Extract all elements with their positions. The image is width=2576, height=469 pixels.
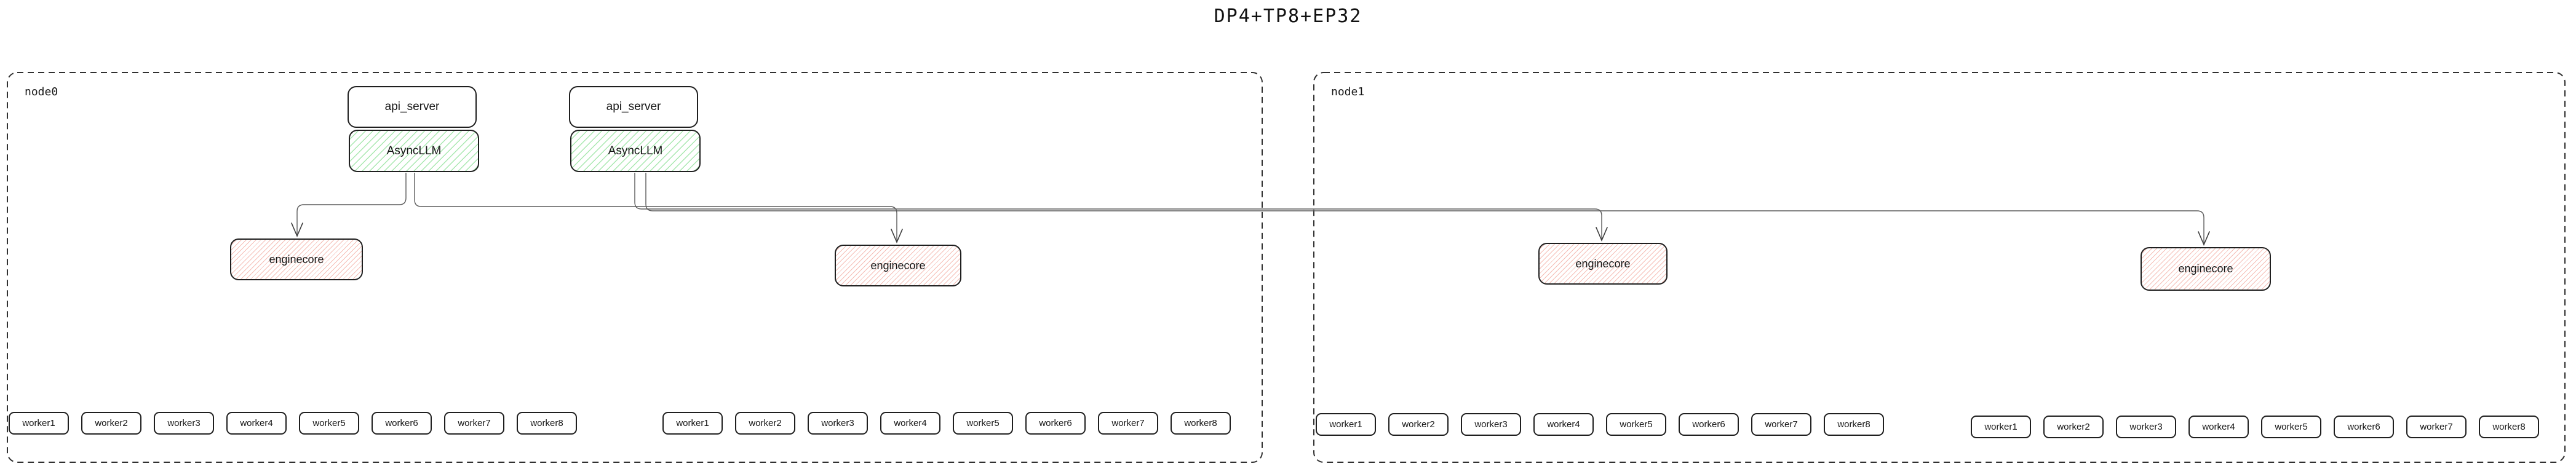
worker-box: worker5 (953, 412, 1013, 435)
asyncllm-box-2: AsyncLLM (570, 130, 701, 172)
arrowhead-enginecore3 (1596, 227, 1608, 242)
worker-box: worker8 (1171, 412, 1231, 435)
worker-box: worker6 (1679, 413, 1739, 436)
worker-box: worker4 (226, 412, 287, 435)
node0-border (7, 72, 1263, 463)
worker-box: worker3 (154, 412, 214, 435)
edge-asyncllm1-enginecore1 (296, 173, 407, 235)
edge-asyncllm2-enginecore4 (645, 173, 2204, 243)
worker-box: worker7 (2406, 416, 2467, 438)
worker-group-node1-2: worker1 worker2 worker3 worker4 worker5 worke… (1971, 416, 2539, 438)
worker-box: worker1 (9, 412, 69, 435)
worker-box: worker2 (1388, 413, 1449, 436)
arrowhead-enginecore1 (291, 223, 303, 238)
node1-border (1313, 72, 2566, 463)
asyncllm-box-1: AsyncLLM (349, 130, 479, 172)
enginecore-box-node1-1: enginecore (1538, 243, 1668, 285)
worker-box: worker8 (517, 412, 577, 435)
node1-label: node1 (1331, 85, 1365, 98)
worker-box: worker1 (1316, 413, 1376, 436)
arrowhead-enginecore2 (891, 229, 903, 244)
node0-label: node0 (25, 85, 58, 98)
worker-box: worker6 (372, 412, 432, 435)
worker-box: worker4 (2188, 416, 2249, 438)
worker-box: worker3 (808, 412, 868, 435)
worker-group-node1-1: worker1 worker2 worker3 worker4 worker5 worke… (1316, 413, 1884, 436)
worker-box: worker2 (735, 412, 795, 435)
worker-box: worker2 (81, 412, 141, 435)
worker-box: worker5 (299, 412, 359, 435)
arrowhead-enginecore4 (2198, 231, 2210, 246)
worker-box: worker1 (662, 412, 723, 435)
worker-group-node0-1: worker1 worker2 worker3 worker4 worker5 worke… (9, 412, 577, 435)
enginecore-box-node0-2: enginecore (835, 245, 961, 286)
edge-asyncllm1-enginecore2 (414, 173, 897, 241)
worker-box: worker3 (1461, 413, 1521, 436)
api-server-box-1: api_server (348, 86, 477, 128)
worker-box: worker4 (880, 412, 940, 435)
worker-box: worker7 (1751, 413, 1811, 436)
api-server-box-2: api_server (569, 86, 698, 128)
worker-box: worker1 (1971, 416, 2031, 438)
worker-box: worker4 (1533, 413, 1594, 436)
edge-asyncllm2-enginecore3 (634, 173, 1602, 239)
enginecore-box-node1-2: enginecore (2141, 247, 2271, 291)
worker-box: worker6 (2334, 416, 2394, 438)
worker-box: worker8 (2479, 416, 2539, 438)
worker-box: worker5 (1606, 413, 1666, 436)
worker-box: worker6 (1025, 412, 1086, 435)
worker-box: worker5 (2261, 416, 2321, 438)
worker-group-node0-2: worker1 worker2 worker3 worker4 worker5 worke… (662, 412, 1231, 435)
worker-box: worker8 (1824, 413, 1884, 436)
worker-box: worker2 (2043, 416, 2104, 438)
worker-box: worker7 (444, 412, 504, 435)
worker-box: worker7 (1098, 412, 1158, 435)
diagram-title: DP4+TP8+EP32 (1214, 6, 1362, 27)
worker-box: worker3 (2116, 416, 2176, 438)
enginecore-box-node0-1: enginecore (230, 238, 363, 280)
